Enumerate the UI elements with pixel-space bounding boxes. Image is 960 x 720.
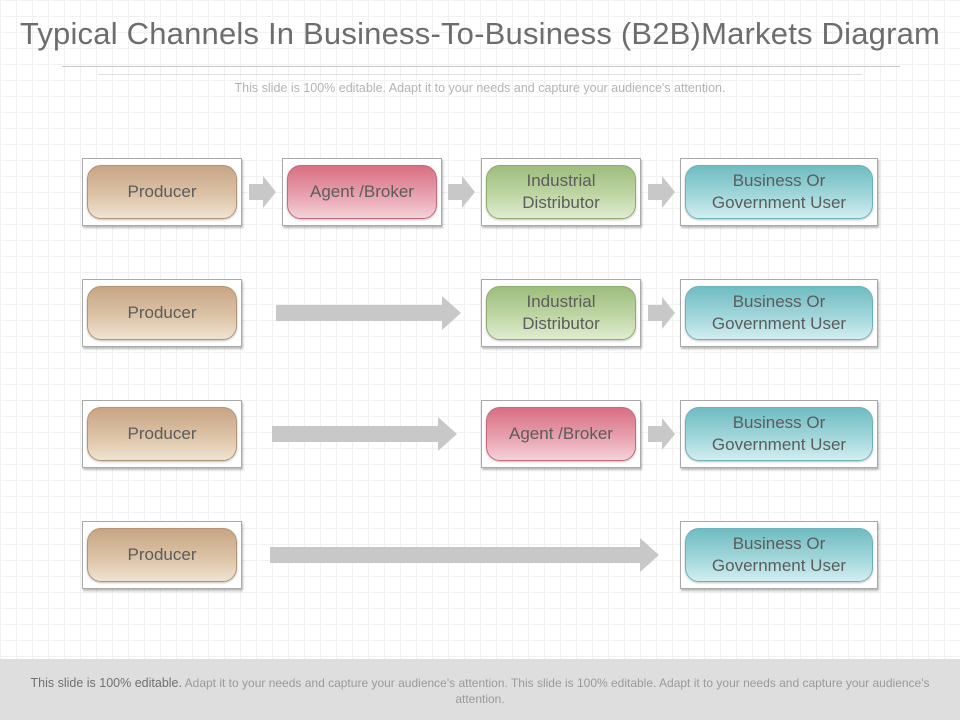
user-label-line2: Government User <box>711 193 847 212</box>
row2-user-box[interactable]: Business Or Government User <box>680 279 878 347</box>
user-label-line1: Business Or <box>732 292 826 311</box>
row2-distributor-box[interactable]: Industrial Distributor <box>481 279 641 347</box>
footer-rest: Adapt it to your needs and capture your … <box>184 676 930 706</box>
row3-arrow <box>648 418 675 450</box>
user-label-line1: Business Or <box>732 413 826 432</box>
user-label-line2: Government User <box>711 314 847 333</box>
producer-label: Producer <box>127 182 197 201</box>
user-label-line2: Government User <box>711 435 847 454</box>
arrow-right-icon <box>272 417 457 451</box>
distributor-label-line2: Distributor <box>522 314 600 333</box>
agent-label: Agent /Broker <box>310 182 414 201</box>
footer-text: This slide is 100% editable. Adapt it to… <box>10 675 950 707</box>
producer-node: Producer <box>87 528 237 582</box>
distributor-label-line1: Industrial <box>526 171 596 190</box>
arrow-right-icon <box>448 176 475 208</box>
user-label-line1: Business Or <box>732 534 826 553</box>
title-divider <box>62 66 900 67</box>
arrow-right-icon <box>648 297 675 329</box>
title-divider-secondary <box>98 74 862 75</box>
producer-label: Producer <box>127 545 197 564</box>
producer-label: Producer <box>127 424 197 443</box>
producer-node: Producer <box>87 407 237 461</box>
agent-label: Agent /Broker <box>509 424 613 443</box>
row1-producer-box[interactable]: Producer <box>82 158 242 226</box>
row3-long-arrow <box>272 417 457 451</box>
row2-long-arrow <box>276 296 461 330</box>
row4-user-box[interactable]: Business Or Government User <box>680 521 878 589</box>
distributor-node: Industrial Distributor <box>486 286 636 340</box>
row1-agent-box[interactable]: Agent /Broker <box>282 158 442 226</box>
distributor-label-line2: Distributor <box>522 193 600 212</box>
agent-node: Agent /Broker <box>486 407 636 461</box>
row1-arrow-3 <box>648 176 675 208</box>
row2-arrow <box>648 297 675 329</box>
page-subtitle: This slide is 100% editable. Adapt it to… <box>234 81 726 95</box>
user-label-line1: Business Or <box>732 171 826 190</box>
distributor-node: Industrial Distributor <box>486 165 636 219</box>
arrow-right-icon <box>270 538 659 572</box>
row1-user-box[interactable]: Business Or Government User <box>680 158 878 226</box>
user-node: Business Or Government User <box>685 165 873 219</box>
footer-lead: This slide is 100% editable. <box>30 676 182 690</box>
row1-arrow-1 <box>249 176 276 208</box>
distributor-label-line1: Industrial <box>526 292 596 311</box>
row4-long-arrow <box>270 538 659 572</box>
arrow-right-icon <box>648 418 675 450</box>
user-node: Business Or Government User <box>685 407 873 461</box>
row2-producer-box[interactable]: Producer <box>82 279 242 347</box>
agent-node: Agent /Broker <box>287 165 437 219</box>
page-title: Typical Channels In Business-To-Business… <box>19 16 941 51</box>
arrow-right-icon <box>648 176 675 208</box>
arrow-right-icon <box>276 296 461 330</box>
user-node: Business Or Government User <box>685 528 873 582</box>
arrow-right-icon <box>249 176 276 208</box>
row1-distributor-box[interactable]: Industrial Distributor <box>481 158 641 226</box>
row3-agent-box[interactable]: Agent /Broker <box>481 400 641 468</box>
row3-user-box[interactable]: Business Or Government User <box>680 400 878 468</box>
producer-node: Producer <box>87 286 237 340</box>
producer-node: Producer <box>87 165 237 219</box>
user-label-line2: Government User <box>711 556 847 575</box>
footer-bar: This slide is 100% editable. Adapt it to… <box>0 659 960 720</box>
row1-arrow-2 <box>448 176 475 208</box>
row3-producer-box[interactable]: Producer <box>82 400 242 468</box>
row4-producer-box[interactable]: Producer <box>82 521 242 589</box>
producer-label: Producer <box>127 303 197 322</box>
user-node: Business Or Government User <box>685 286 873 340</box>
